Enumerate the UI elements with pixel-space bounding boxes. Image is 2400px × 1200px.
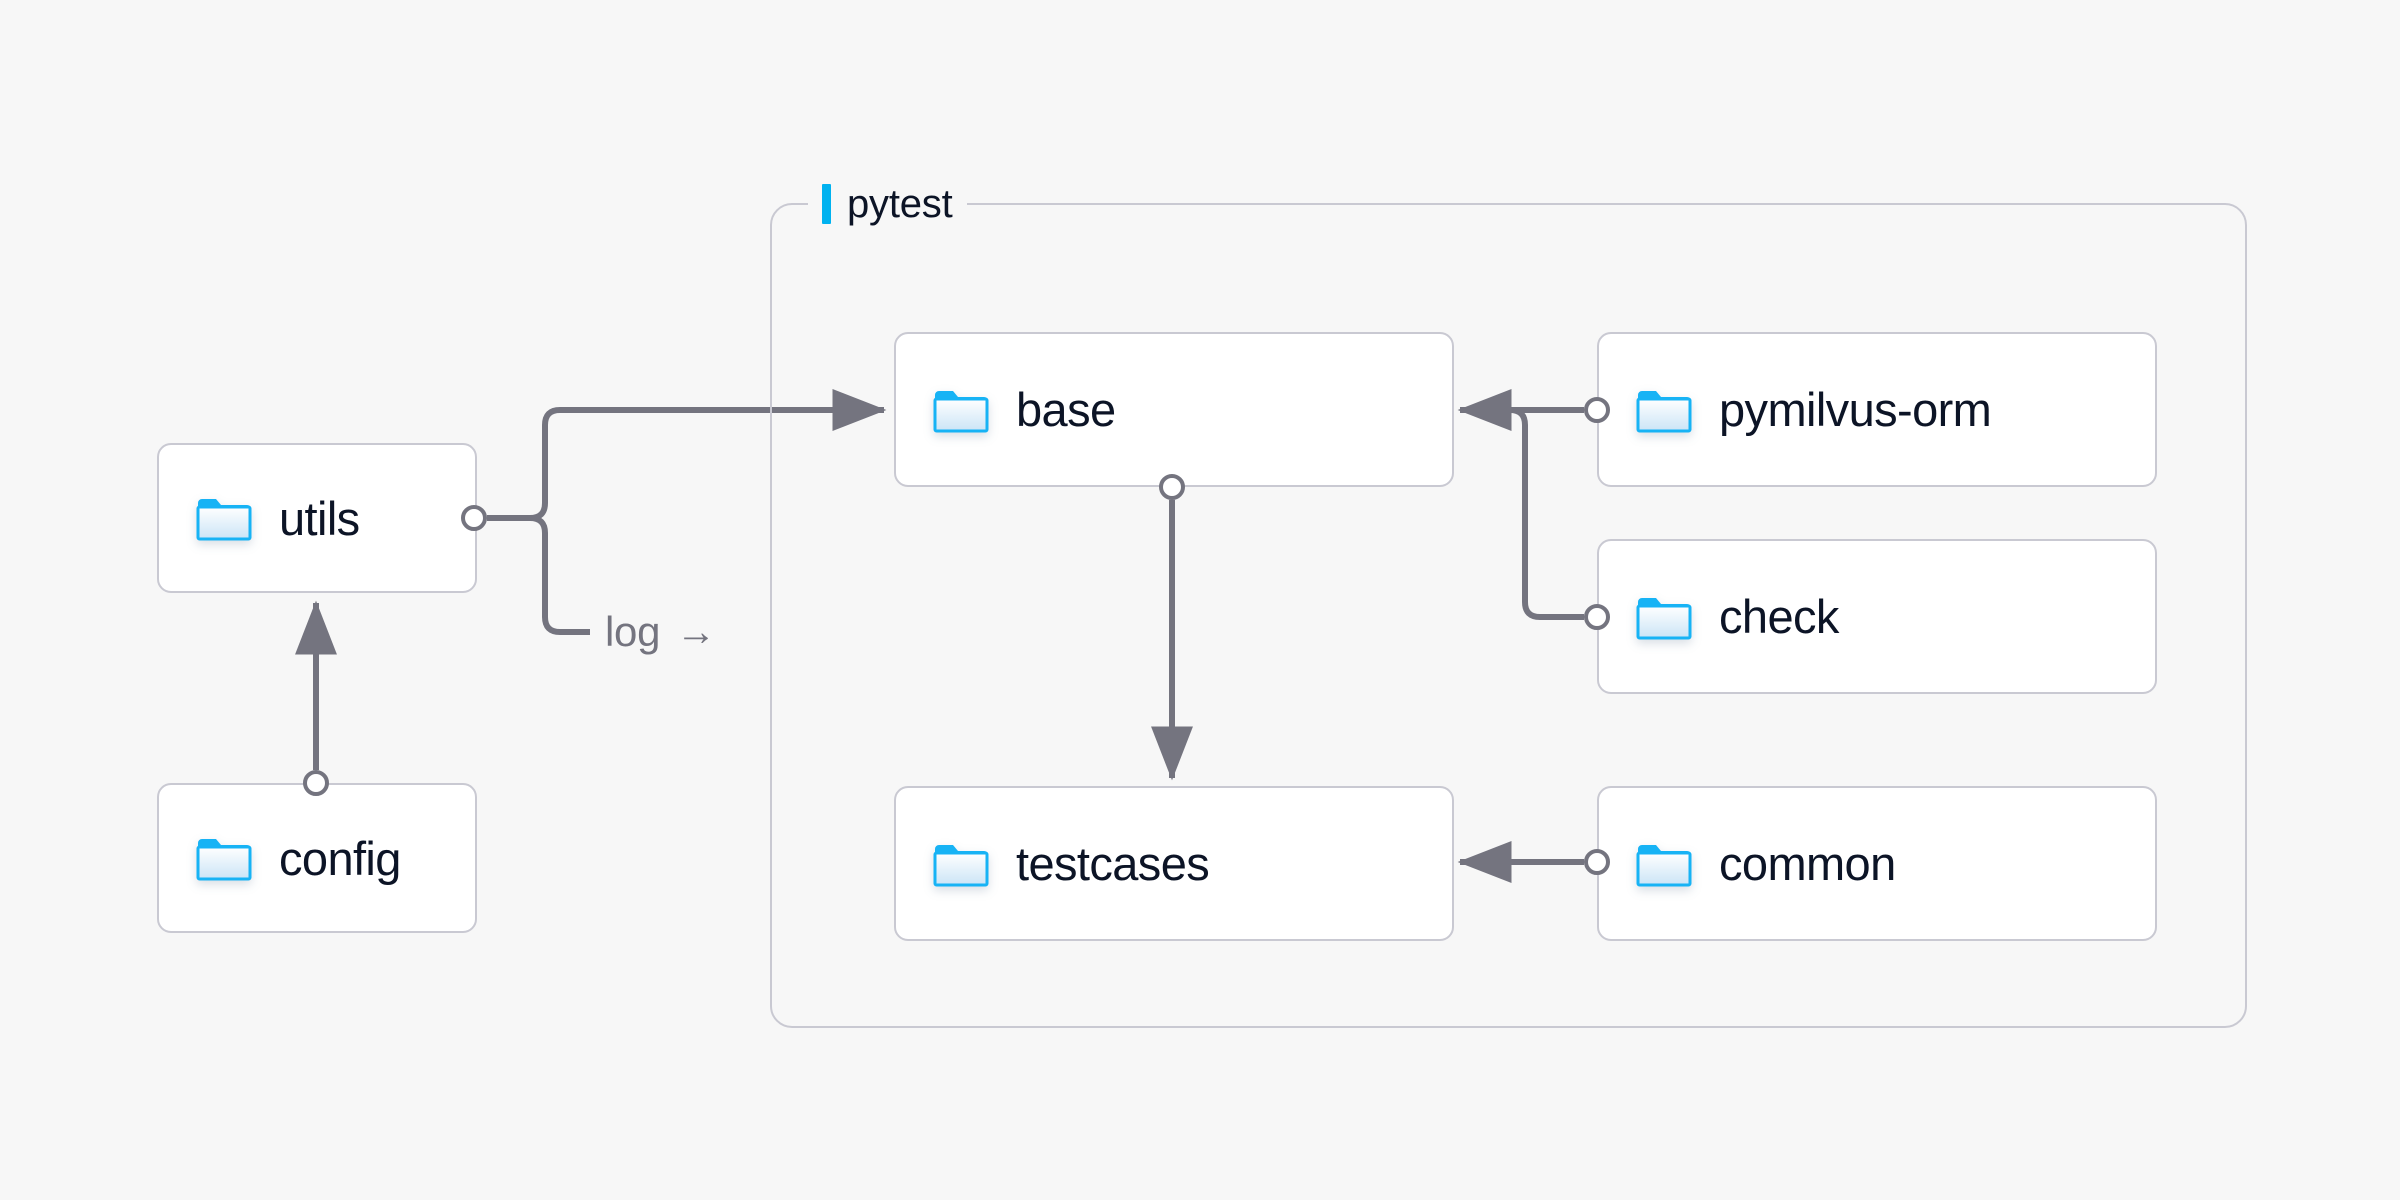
port-check-left[interactable] <box>1584 604 1610 630</box>
port-utils-right[interactable] <box>461 505 487 531</box>
folder-icon <box>933 844 989 886</box>
node-config[interactable]: config <box>157 783 477 933</box>
node-label: common <box>1719 837 1896 890</box>
node-label: base <box>1016 383 1116 436</box>
edge-label-log: log → <box>605 608 716 656</box>
folder-icon <box>1636 844 1692 886</box>
node-label: utils <box>279 491 360 545</box>
group-title: pytest <box>847 181 953 226</box>
folder-icon <box>196 499 252 541</box>
edge-label-text: log <box>605 608 661 655</box>
group-pytest-label: pytest <box>808 182 967 226</box>
port-config-top[interactable] <box>303 770 329 796</box>
node-label: testcases <box>1016 837 1210 890</box>
node-label: config <box>279 831 401 885</box>
port-common-left[interactable] <box>1584 849 1610 875</box>
node-pymilvus-orm[interactable]: pymilvus-orm <box>1597 332 2157 487</box>
edge-utils-to-log <box>487 515 590 635</box>
folder-icon <box>933 390 989 432</box>
folder-icon <box>1636 597 1692 639</box>
port-pymilvus-orm-left[interactable] <box>1584 397 1610 423</box>
node-testcases[interactable]: testcases <box>894 786 1454 941</box>
port-base-bottom[interactable] <box>1159 474 1185 500</box>
node-label: pymilvus-orm <box>1719 383 1992 436</box>
folder-icon <box>1636 390 1692 432</box>
node-common[interactable]: common <box>1597 786 2157 941</box>
arrow-right-icon: → <box>676 610 716 654</box>
folder-icon <box>196 839 252 881</box>
node-base[interactable]: base <box>894 332 1454 487</box>
node-check[interactable]: check <box>1597 539 2157 694</box>
node-label: check <box>1719 590 1839 643</box>
group-pytest <box>770 203 2247 1028</box>
accent-bar-icon <box>822 184 831 224</box>
node-utils[interactable]: utils <box>157 443 477 593</box>
